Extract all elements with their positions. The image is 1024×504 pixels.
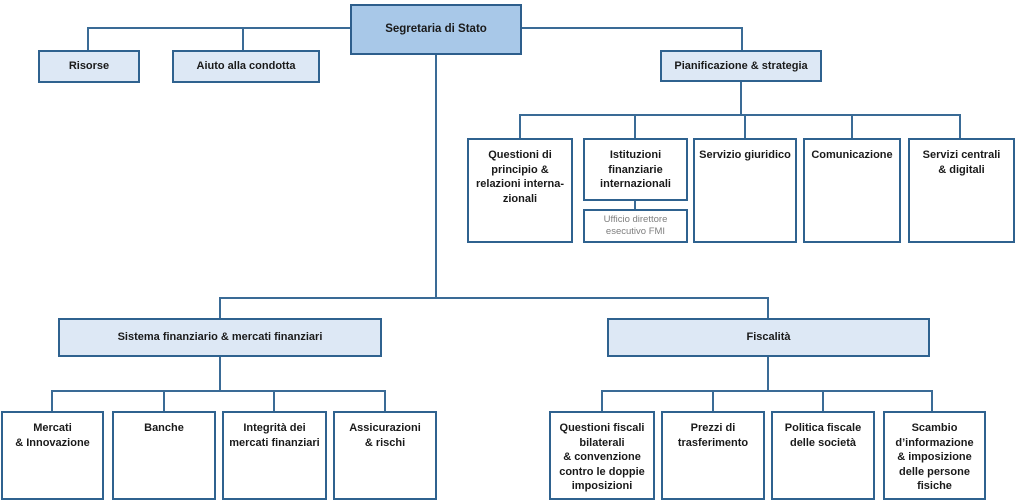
node-assicurazioni-rischi: Assicurazioni & rischi — [333, 411, 437, 500]
node-istituzioni-finanziarie: Istituzioni finanziarie internazionali — [583, 138, 688, 201]
connector-line — [931, 390, 933, 411]
node-aiuto-alla-condotta: Aiuto alla condotta — [172, 50, 320, 83]
node-questioni-fiscali-bilaterali: Questioni fiscali bilaterali & convenzio… — [549, 411, 655, 500]
connector-line — [712, 390, 714, 411]
connector-line — [273, 390, 275, 411]
connector-line — [163, 390, 165, 411]
connector-line — [959, 114, 961, 138]
node-risorse: Risorse — [38, 50, 140, 83]
connector-line — [601, 390, 603, 411]
connector-line — [242, 27, 244, 50]
node-servizio-giuridico: Servizio giuridico — [693, 138, 797, 243]
connector-line — [219, 297, 769, 299]
node-comunicazione: Comunicazione — [803, 138, 901, 243]
connector-line — [741, 27, 743, 50]
node-ufficio-direttore-fmi: Ufficio direttore esecutivo FMI — [583, 209, 688, 243]
node-scambio-informazione: Scambio d’informazione & imposizione del… — [883, 411, 986, 500]
connector-line — [519, 114, 961, 116]
connector-line — [51, 390, 53, 411]
connector-line — [384, 390, 386, 411]
connector-line — [51, 390, 386, 392]
node-servizi-centrali-digitali: Servizi centrali & digitali — [908, 138, 1015, 243]
node-questioni-principio: Questioni di principio & relazioni inter… — [467, 138, 573, 243]
connector-line — [87, 27, 350, 29]
node-segretaria-di-stato: Segretaria di Stato — [350, 4, 522, 55]
connector-line — [522, 27, 743, 29]
connector-line — [740, 82, 742, 116]
node-integrita-mercati-finanziari: Integrità dei mercati finanziari — [222, 411, 327, 500]
connector-line — [219, 357, 221, 392]
node-politica-fiscale-societa: Politica fiscale delle società — [771, 411, 875, 500]
node-mercati-innovazione: Mercati & Innovazione — [1, 411, 104, 500]
node-banche: Banche — [112, 411, 216, 500]
connector-line — [87, 27, 89, 50]
connector-line — [519, 114, 521, 138]
node-pianificazione-strategia: Pianificazione & strategia — [660, 50, 822, 82]
connector-line — [634, 201, 636, 209]
connector-line — [744, 114, 746, 138]
node-sistema-finanziario: Sistema finanziario & mercati finanziari — [58, 318, 382, 357]
connector-line — [851, 114, 853, 138]
connector-line — [435, 55, 437, 299]
node-prezzi-trasferimento: Prezzi di trasferimento — [661, 411, 765, 500]
connector-line — [767, 297, 769, 318]
connector-line — [634, 114, 636, 138]
connector-line — [822, 390, 824, 411]
node-fiscalita: Fiscalità — [607, 318, 930, 357]
connector-line — [601, 390, 933, 392]
connector-line — [219, 297, 221, 318]
connector-line — [767, 357, 769, 392]
